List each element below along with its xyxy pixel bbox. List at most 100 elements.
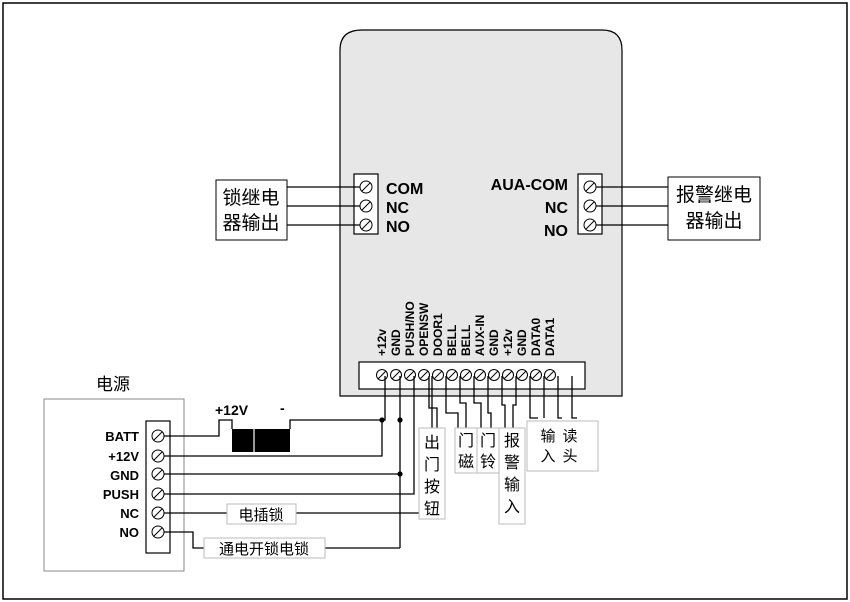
- power-screw: [151, 449, 165, 463]
- alarm-input-char1: 报: [504, 431, 520, 450]
- junction-gnd: [397, 471, 403, 477]
- wires: [164, 376, 577, 549]
- bottom-screw: [502, 369, 514, 381]
- right-terminal-no: NO: [544, 223, 568, 240]
- controller-board: [339, 29, 623, 397]
- power-screw: [151, 487, 165, 501]
- battery: +12V -: [215, 400, 290, 456]
- alarm-input-label: 报 警 输 入: [498, 427, 526, 525]
- exit-button-char3: 按: [424, 477, 440, 496]
- left-screw-nc: [359, 199, 373, 213]
- bottom-terminal-label: DOOR1: [431, 313, 445, 356]
- left-screw-no: [359, 218, 373, 232]
- exit-button-char4: 钮: [424, 499, 440, 518]
- wire-bell1: [473, 376, 482, 428]
- bottom-terminal-label: BELL: [445, 325, 459, 356]
- reader-input-char2: 入: [540, 447, 555, 465]
- power-terminal-batt: BATT: [105, 429, 139, 444]
- door-sensor-char1: 门: [458, 431, 474, 450]
- wire-push: [164, 376, 415, 495]
- alarm-input-box: [498, 427, 526, 525]
- bottom-screw: [418, 369, 430, 381]
- alarm-relay-label-line2: 器输出: [685, 210, 742, 232]
- right-screw-nc: [583, 199, 597, 213]
- power-title: 电源: [96, 375, 130, 395]
- junction-gnd-top: [397, 417, 403, 423]
- bottom-terminal-label: GND: [487, 329, 501, 356]
- power-supply: 电源 BATT +12V GND PUSH NC NO: [43, 375, 185, 572]
- bottom-terminal-label: +12v: [375, 329, 389, 356]
- reader-label: 输 入 读 头: [526, 420, 599, 472]
- bottom-screw: [460, 369, 472, 381]
- power-terminal-no: NO: [120, 525, 140, 540]
- right-screw-no: [583, 218, 597, 232]
- bottom-terminal-label: GND: [389, 329, 403, 356]
- alarm-input-char4: 入: [504, 497, 520, 516]
- power-terminal-push: PUSH: [103, 487, 139, 502]
- reader-input-char1: 输: [540, 427, 555, 445]
- wire-batt-minus: [289, 376, 386, 429]
- left-screw-com: [359, 180, 373, 194]
- wire-bell2: [487, 376, 492, 428]
- bottom-screw: [474, 369, 486, 381]
- power-terminal-nc: NC: [120, 506, 139, 521]
- power-screw: [151, 429, 165, 443]
- power-open-lock-text: 通电开锁电锁: [219, 540, 309, 558]
- wire-door2: [459, 376, 467, 428]
- wire-door: [445, 376, 459, 428]
- wire-reader-d0: [557, 376, 562, 419]
- bottom-screw: [432, 369, 444, 381]
- bottom-screws: [376, 369, 556, 381]
- power-screw: [151, 467, 165, 481]
- left-terminal-com: COM: [386, 181, 423, 198]
- power-terminal-12v: +12V: [108, 449, 139, 464]
- plug-lock-text: 电插锁: [238, 506, 283, 524]
- power-terminal-gnd: GND: [110, 468, 139, 483]
- bottom-screw: [390, 369, 402, 381]
- wire-reader-12v: [529, 376, 538, 419]
- wire-reader-d1: [571, 376, 577, 419]
- junction-batt: [379, 417, 385, 423]
- alarm-input-char2: 警: [504, 453, 520, 472]
- bottom-terminal-label: DATA0: [529, 317, 543, 356]
- wire-auxin: [501, 376, 506, 428]
- bottom-terminal-label: +12v: [501, 329, 515, 356]
- bottom-screw: [376, 369, 388, 381]
- power-open-lock-box: [203, 537, 326, 559]
- bottom-screw: [516, 369, 528, 381]
- bottom-terminal-label: BELL: [459, 325, 473, 356]
- door-sensor-label: 门 磁: [454, 427, 478, 474]
- reader-head-char1: 读: [562, 427, 577, 445]
- bottom-terminal-label: AUX-IN: [473, 315, 487, 356]
- reader-head-char2: 头: [562, 447, 577, 465]
- door-sensor-char2: 磁: [458, 452, 474, 471]
- bottom-screw: [544, 369, 556, 381]
- battery-minus-label: -: [280, 400, 285, 416]
- battery-body: [232, 429, 290, 452]
- exit-button-char1: 出: [424, 433, 440, 452]
- power-screw: [151, 506, 165, 520]
- reader-box: [526, 420, 599, 472]
- bottom-terminal-label: OPENSW: [417, 302, 431, 356]
- left-terminal-no: NO: [386, 219, 410, 236]
- doorbell-label: 门 铃: [476, 427, 500, 474]
- lock-relay-label-line2: 器输出: [222, 212, 279, 234]
- power-open-lock-label: 通电开锁电锁: [203, 537, 326, 559]
- alarm-relay-label-line1: 报警继电: [676, 184, 752, 206]
- left-terminal-nc: NC: [386, 200, 410, 217]
- wire-no: [164, 531, 204, 549]
- battery-plus-label: +12V: [215, 402, 249, 418]
- doorbell-char1: 门: [480, 431, 496, 450]
- wire-aux-gnd: [512, 376, 517, 428]
- plug-lock-label: 电插锁: [226, 503, 297, 525]
- exit-button-label: 出 门 按 钮: [418, 427, 446, 520]
- lock-relay-label-line1: 锁继电: [222, 187, 279, 209]
- lock-relay-label-box: [215, 179, 288, 241]
- doorbell-char2: 铃: [480, 452, 496, 471]
- bottom-terminal-label: PUSH/NO: [403, 301, 417, 356]
- wire-12v: [164, 420, 383, 457]
